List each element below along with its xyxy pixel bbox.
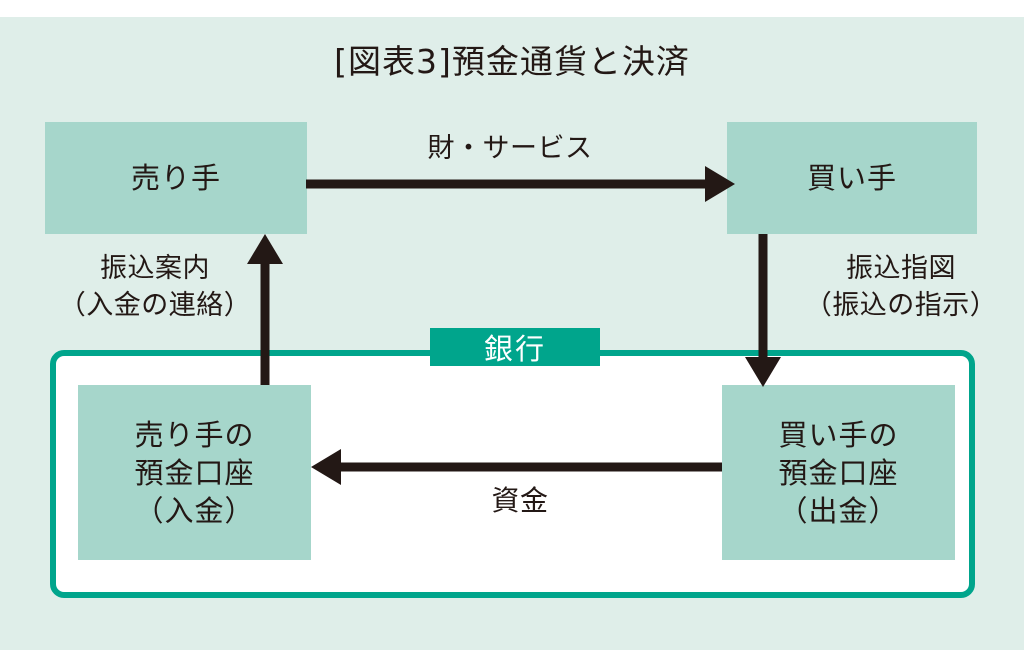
label-transfer-order: 振込指図 （振込の指示） <box>804 253 998 321</box>
label-funds: 資金 <box>491 484 549 517</box>
node-seller-account: 売り手の 預金口座 （入金） <box>78 385 311 560</box>
bank-label: 銀行 <box>430 328 600 366</box>
node-seller: 売り手 <box>45 122 307 234</box>
label-transfer-notice: 振込案内 （入金の連絡） <box>58 253 252 321</box>
label-goods-services: 財・サービス <box>427 133 593 164</box>
figure-title: [図表3]預金通貨と決済 <box>334 42 690 81</box>
node-buyer: 買い手 <box>727 122 977 234</box>
node-buyer-account: 買い手の 預金口座 （出金） <box>722 385 955 560</box>
